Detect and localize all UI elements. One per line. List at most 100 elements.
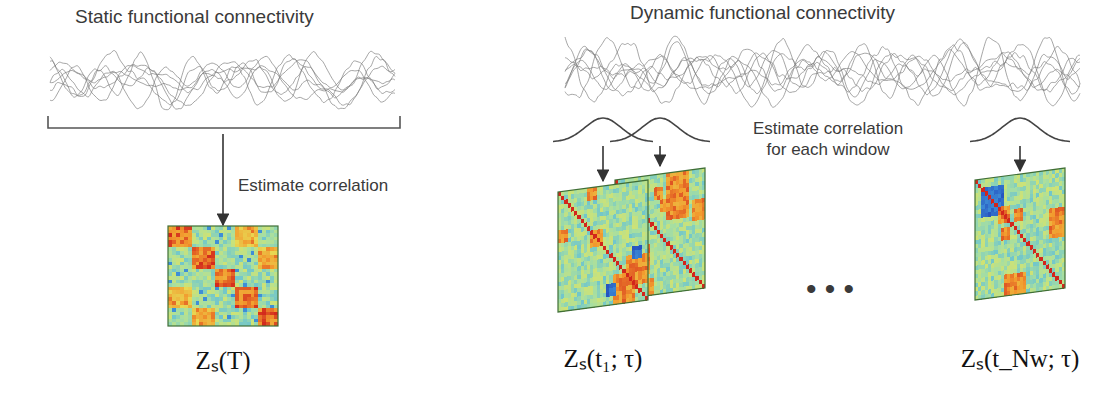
- matrix-cell: [168, 255, 172, 259]
- matrix-cell: [223, 297, 227, 301]
- matrix-cell: [176, 265, 180, 269]
- matrix-cell: [199, 240, 203, 244]
- matrix-cell: [184, 294, 188, 298]
- matrix-cell: [199, 301, 203, 305]
- matrix-cell: [231, 308, 235, 312]
- matrix-cell: [223, 301, 227, 305]
- matrix-cell: [254, 319, 258, 323]
- matrix-cell: [247, 305, 251, 309]
- matrix-cell: [188, 276, 192, 280]
- matrix-cell: [215, 301, 219, 305]
- correlation-matrix: [615, 168, 705, 300]
- matrix-cell: [203, 265, 207, 269]
- matrix-cell: [168, 305, 172, 309]
- matrix-cell: [203, 255, 207, 259]
- matrix-cell: [207, 297, 211, 301]
- matrix-cell: [215, 312, 219, 316]
- matrix-cell: [266, 305, 270, 309]
- matrix-cell: [180, 230, 184, 234]
- matrix-cell: [188, 305, 192, 309]
- matrix-cell: [192, 237, 196, 241]
- matrix-cell: [219, 315, 223, 319]
- matrix-cell: [251, 262, 255, 266]
- matrix-cell: [176, 240, 180, 244]
- matrix-cell: [184, 297, 188, 301]
- matrix-cell: [199, 276, 203, 280]
- matrix-cell: [227, 251, 231, 255]
- matrix-cell: [247, 262, 251, 266]
- matrix-cell: [270, 230, 274, 234]
- matrix-cell: [243, 240, 247, 244]
- matrix-cell: [207, 255, 211, 259]
- matrix-cell: [239, 315, 243, 319]
- matrix-cell: [235, 308, 239, 312]
- matrix-cell: [176, 247, 180, 251]
- matrix-cell: [215, 276, 219, 280]
- matrix-cell: [235, 276, 239, 280]
- matrix-cell: [207, 308, 211, 312]
- matrix-cell: [247, 297, 251, 301]
- matrix-cell: [243, 308, 247, 312]
- matrix-cell: [188, 280, 192, 284]
- matrix-cell: [247, 230, 251, 234]
- matrix-cell: [251, 276, 255, 280]
- matrix-cell: [251, 240, 255, 244]
- matrix-cell: [266, 240, 270, 244]
- matrix-cell: [199, 287, 203, 291]
- matrix-cell: [258, 312, 262, 316]
- matrix-cell: [235, 305, 239, 309]
- matrix-cell: [247, 276, 251, 280]
- matrix-cell: [168, 319, 172, 323]
- matrix-cell: [223, 276, 227, 280]
- matrix-cell: [215, 294, 219, 298]
- matrix-cell: [243, 258, 247, 262]
- matrix-cell: [270, 290, 274, 294]
- matrix-cell: [219, 308, 223, 312]
- matrix-cell: [196, 312, 200, 316]
- matrix-cell: [239, 233, 243, 237]
- matrix-cell: [262, 315, 266, 319]
- matrix-cell: [243, 255, 247, 259]
- matrix-cell: [235, 290, 239, 294]
- matrix-cell: [266, 308, 270, 312]
- matrix-cell: [235, 301, 239, 305]
- matrix-cell: [192, 290, 196, 294]
- matrix-cell: [219, 258, 223, 262]
- matrix-cell: [239, 247, 243, 251]
- matrix-cell: [168, 258, 172, 262]
- matrix-cell: [196, 265, 200, 269]
- matrix-cell: [247, 247, 251, 251]
- matrix-cell: [223, 237, 227, 241]
- matrix-cell: [184, 290, 188, 294]
- matrix-cell: [196, 287, 200, 291]
- matrix-cell: [262, 305, 266, 309]
- matrix-cell: [223, 315, 227, 319]
- matrix-cell: [231, 305, 235, 309]
- matrix-cell: [180, 308, 184, 312]
- matrix-cell: [192, 255, 196, 259]
- time-series: [565, 36, 1080, 107]
- matrix-cell: [196, 251, 200, 255]
- matrix-cell: [223, 290, 227, 294]
- matrix-cell: [168, 272, 172, 276]
- matrix-cell: [188, 301, 192, 305]
- matrix-cell: [215, 319, 219, 323]
- matrix-cell: [180, 265, 184, 269]
- matrix-cell: [262, 251, 266, 255]
- matrix-cell: [219, 265, 223, 269]
- matrix-cell: [176, 312, 180, 316]
- matrix-cell: [176, 251, 180, 255]
- matrix-cell: [192, 312, 196, 316]
- matrix-cell: [168, 315, 172, 319]
- matrix-cell: [180, 287, 184, 291]
- matrix-cell: [231, 269, 235, 273]
- matrix-cell: [172, 233, 176, 237]
- matrix-cell: [254, 305, 258, 309]
- matrix-cell: [247, 301, 251, 305]
- matrix-cell: [168, 262, 172, 266]
- matrix-cell: [180, 262, 184, 266]
- matrix-cell: [180, 258, 184, 262]
- matrix-cell: [251, 269, 255, 273]
- matrix-cell: [192, 308, 196, 312]
- matrix-cell: [262, 265, 266, 269]
